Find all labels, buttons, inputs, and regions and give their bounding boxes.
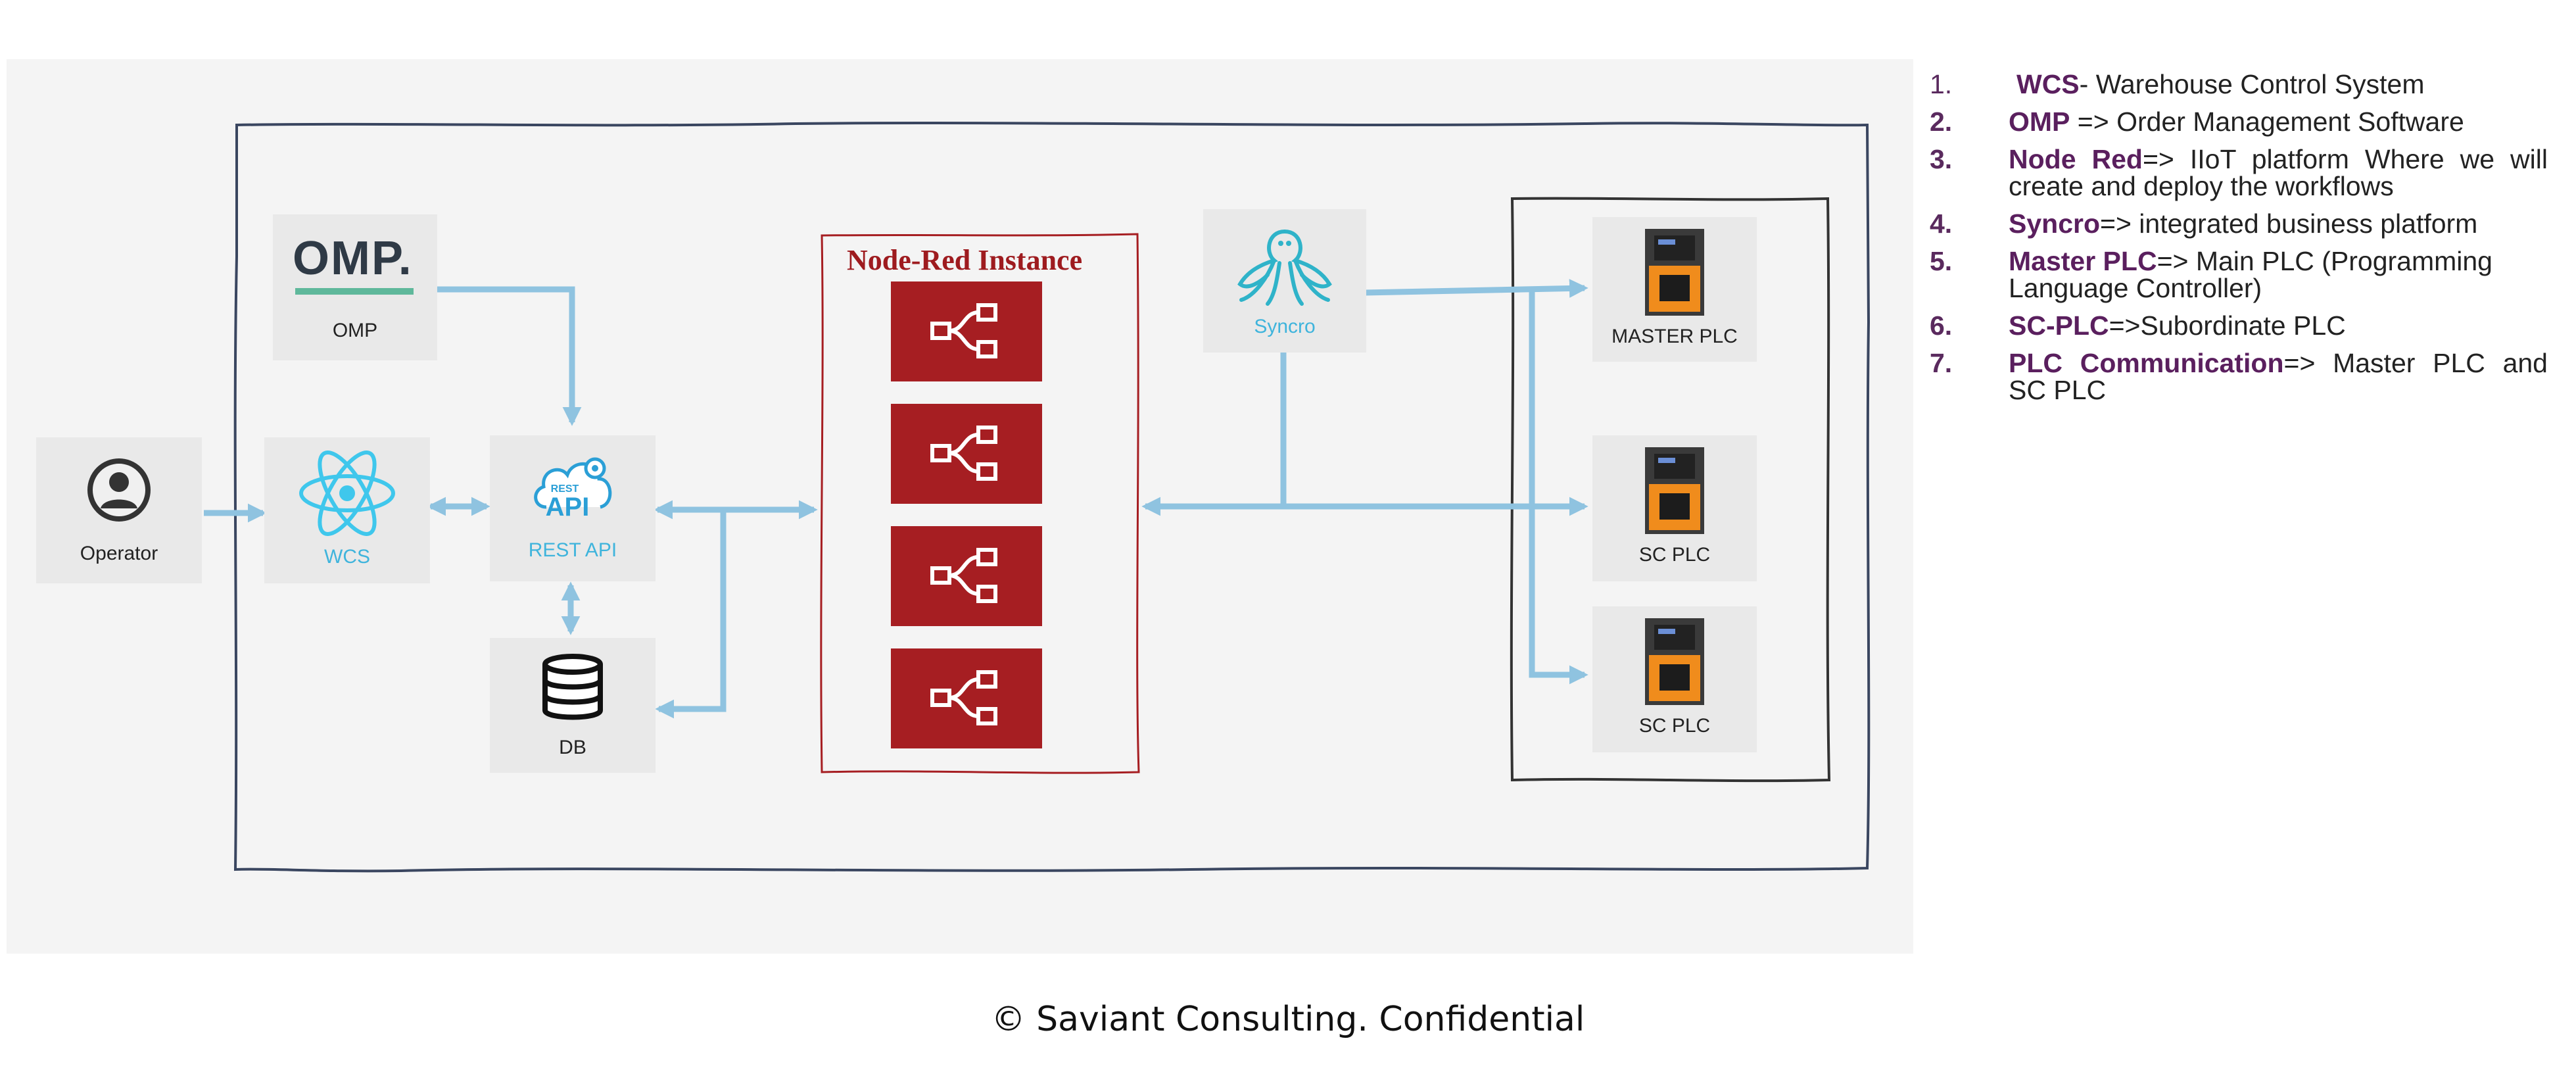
sc-plc-label-2: SC PLC: [1638, 715, 1711, 737]
legend-desc: => Order Management Software: [2070, 107, 2464, 137]
operator-node: Operator: [36, 437, 202, 583]
legend-item-4: 4. Syncro=> integrated business platform: [1930, 210, 2548, 237]
rest-api-logo-main: API: [546, 493, 590, 522]
syncro-octopus-icon: [1237, 230, 1332, 306]
node-red-flow-icon: [930, 303, 997, 358]
arrow-syncro-master: [1364, 279, 1588, 298]
legend-number: 3.: [1930, 144, 1953, 174]
legend-number: 2.: [1930, 107, 1953, 137]
legend: 1. WCS- Warehouse Control System 2. OMP …: [1930, 71, 2548, 414]
legend-desc: => integrated business platform: [2100, 208, 2478, 239]
legend-number: 4.: [1930, 208, 1953, 239]
legend-desc: - Warehouse Control System: [2079, 69, 2425, 99]
node-red-border: [820, 233, 1140, 774]
rest-api-label: REST API: [528, 539, 617, 561]
legend-desc: =>Subordinate PLC: [2109, 310, 2346, 341]
sc-plc-node-2: SC PLC: [1592, 606, 1757, 752]
arrow-bus-scplc2: [1529, 289, 1588, 685]
legend-term: Syncro: [2009, 208, 2100, 239]
legend-term: OMP: [2009, 107, 2070, 137]
legend-item-3: 3. Node Red=> IIoT platform Where we wil…: [1930, 146, 2548, 200]
legend-term: PLC Communication: [2009, 348, 2284, 378]
database-icon: [542, 654, 603, 720]
legend-item-2: 2. OMP => Order Management Software: [1930, 109, 2548, 135]
legend-number: 6.: [1930, 310, 1953, 341]
diagram-connectors: [204, 122, 1871, 873]
node-red-flow-4: [891, 648, 1042, 748]
omp-logo-underline: [295, 288, 414, 295]
node-red-flow-1: [891, 281, 1042, 381]
rest-api-icon: REST API: [534, 457, 612, 522]
master-plc-label: MASTER PLC: [1611, 326, 1738, 347]
legend-desc: => Master PLC and SC PLC: [2009, 348, 2548, 405]
operator-label: Operator: [80, 543, 158, 564]
legend-desc: => Main PLC (Programming Language Contro…: [2009, 246, 2493, 303]
node-red-flow-2: [891, 404, 1042, 504]
wcs-label: WCS: [324, 546, 370, 568]
omp-label: OMP: [332, 320, 378, 341]
legend-item-6: 6. SC-PLC=>Subordinate PLC: [1930, 312, 2548, 339]
arrow-db-nodered: [655, 510, 727, 719]
plc-device-icon: [1645, 447, 1704, 534]
db-label: DB: [559, 737, 586, 758]
arrow-omp-rest: [427, 286, 582, 426]
legend-number: 5.: [1930, 246, 1953, 276]
wcs-node: WCS: [264, 437, 430, 583]
legend-term: Node Red: [2009, 144, 2143, 174]
rest-api-logo-top: REST: [551, 483, 579, 495]
syncro-node: Syncro: [1203, 209, 1366, 353]
sc-plc-label-1: SC PLC: [1638, 544, 1711, 566]
legend-term: WCS: [2016, 69, 2080, 99]
legend-item-1: 1. WCS- Warehouse Control System: [1930, 71, 2548, 98]
node-red-flow-icon: [930, 670, 997, 725]
sc-plc-node-1: SC PLC: [1592, 435, 1757, 581]
legend-term: SC-PLC: [2009, 310, 2109, 341]
node-red-flow-3: [891, 526, 1042, 626]
omp-logo: OMP.: [293, 232, 413, 285]
react-atom-icon: [299, 451, 395, 536]
master-plc-node: MASTER PLC: [1592, 217, 1757, 362]
footer-confidential: © Saviant Consulting. Confidential: [991, 1000, 1585, 1039]
diagram-canvas: Operator OMP. OMP WCS REST API REST API: [7, 59, 1913, 954]
omp-node: OMP. OMP: [273, 214, 437, 360]
legend-item-7: 7. PLC Communication=> Master PLC and SC…: [1930, 350, 2548, 404]
plc-device-icon: [1645, 229, 1704, 316]
plc-group-border: [1510, 197, 1831, 783]
db-node: DB: [490, 638, 656, 773]
user-icon: [87, 458, 151, 522]
legend-term: Master PLC: [2009, 246, 2157, 276]
syncro-label: Syncro: [1254, 316, 1316, 337]
legend-desc: => IIoT platform Where we will create an…: [2009, 144, 2548, 201]
node-red-flow-icon: [930, 548, 997, 603]
legend-item-5: 5. Master PLC=> Main PLC (Programming La…: [1930, 248, 2548, 302]
legend-number: 7.: [1930, 348, 1953, 378]
node-red-title: Node-Red Instance: [847, 244, 1083, 276]
main-container-border: [233, 122, 1871, 873]
node-red-flow-icon: [930, 426, 997, 481]
rest-api-node: REST API REST API: [490, 435, 656, 581]
legend-number: 1.: [1930, 69, 1953, 99]
plc-device-icon: [1645, 618, 1704, 705]
